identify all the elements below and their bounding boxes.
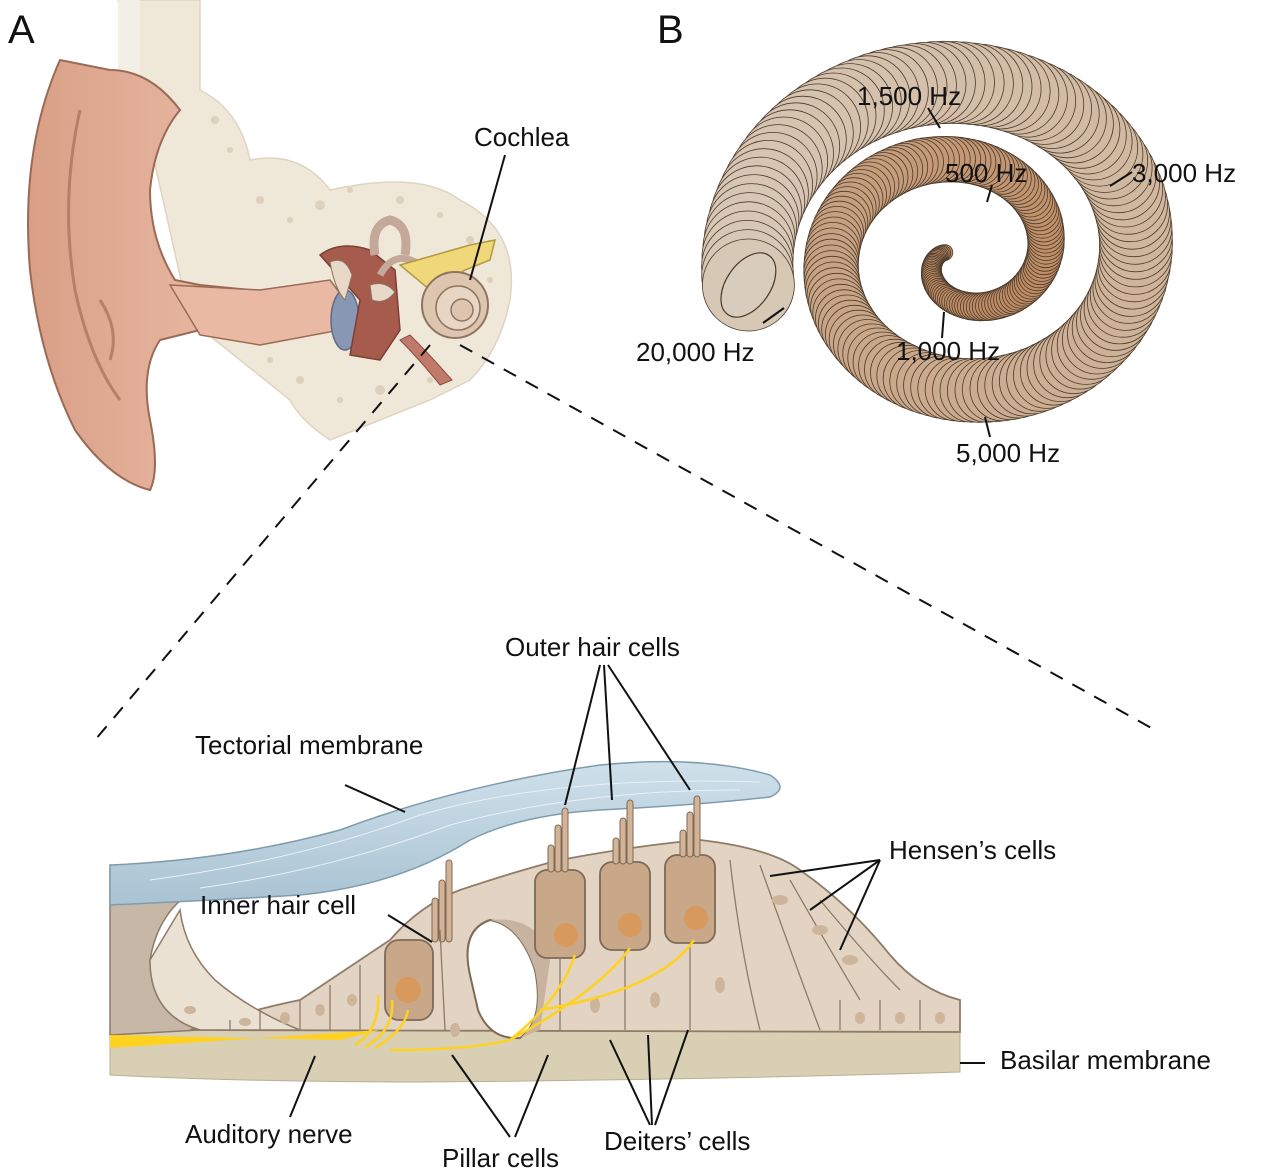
outer-hair-cell-nucleus (554, 923, 578, 947)
leader-tectorial (345, 785, 405, 812)
label-1000hz: 1,000 Hz (896, 336, 1000, 366)
outer-hair-cell (665, 855, 715, 943)
label-deiters-cells: Deiters’ cells (604, 1126, 750, 1156)
cochlea-small (422, 272, 488, 338)
label-inner-hair-cell: Inner hair cell (200, 890, 356, 920)
label-pillar-cells: Pillar cells (442, 1143, 559, 1173)
organ-of-corti (110, 762, 960, 1082)
label-basilar-membrane: Basilar membrane (1000, 1045, 1211, 1075)
label-cochlea: Cochlea (474, 122, 570, 152)
panel-a-label: A (8, 8, 35, 52)
outer-hair-cell (600, 862, 650, 950)
label-5000hz: 5,000 Hz (956, 438, 1060, 468)
label-tectorial-membrane: Tectorial membrane (195, 730, 423, 760)
label-hensens-cells: Hensen’s cells (889, 835, 1056, 865)
leader-1000 (942, 312, 944, 338)
inner-hair-cell-nucleus (395, 977, 421, 1003)
outer-hair-cell-nucleus (684, 906, 708, 930)
label-outer-hair-cells: Outer hair cells (505, 632, 680, 662)
label-20000hz: 20,000 Hz (636, 337, 755, 367)
panel-b-label: B (657, 8, 684, 52)
ear-illustration (28, 0, 511, 490)
temporal-bone (118, 0, 511, 440)
outer-hair-cells (535, 796, 715, 958)
label-auditory-nerve: Auditory nerve (185, 1119, 353, 1149)
label-1500hz: 1,500 Hz (857, 81, 961, 111)
label-3000hz: 3,000 Hz (1132, 158, 1236, 188)
outer-hair-cell-nucleus (618, 913, 642, 937)
label-500hz: 500 Hz (945, 158, 1027, 188)
inner-hair-cell-stereocilia (432, 860, 452, 942)
